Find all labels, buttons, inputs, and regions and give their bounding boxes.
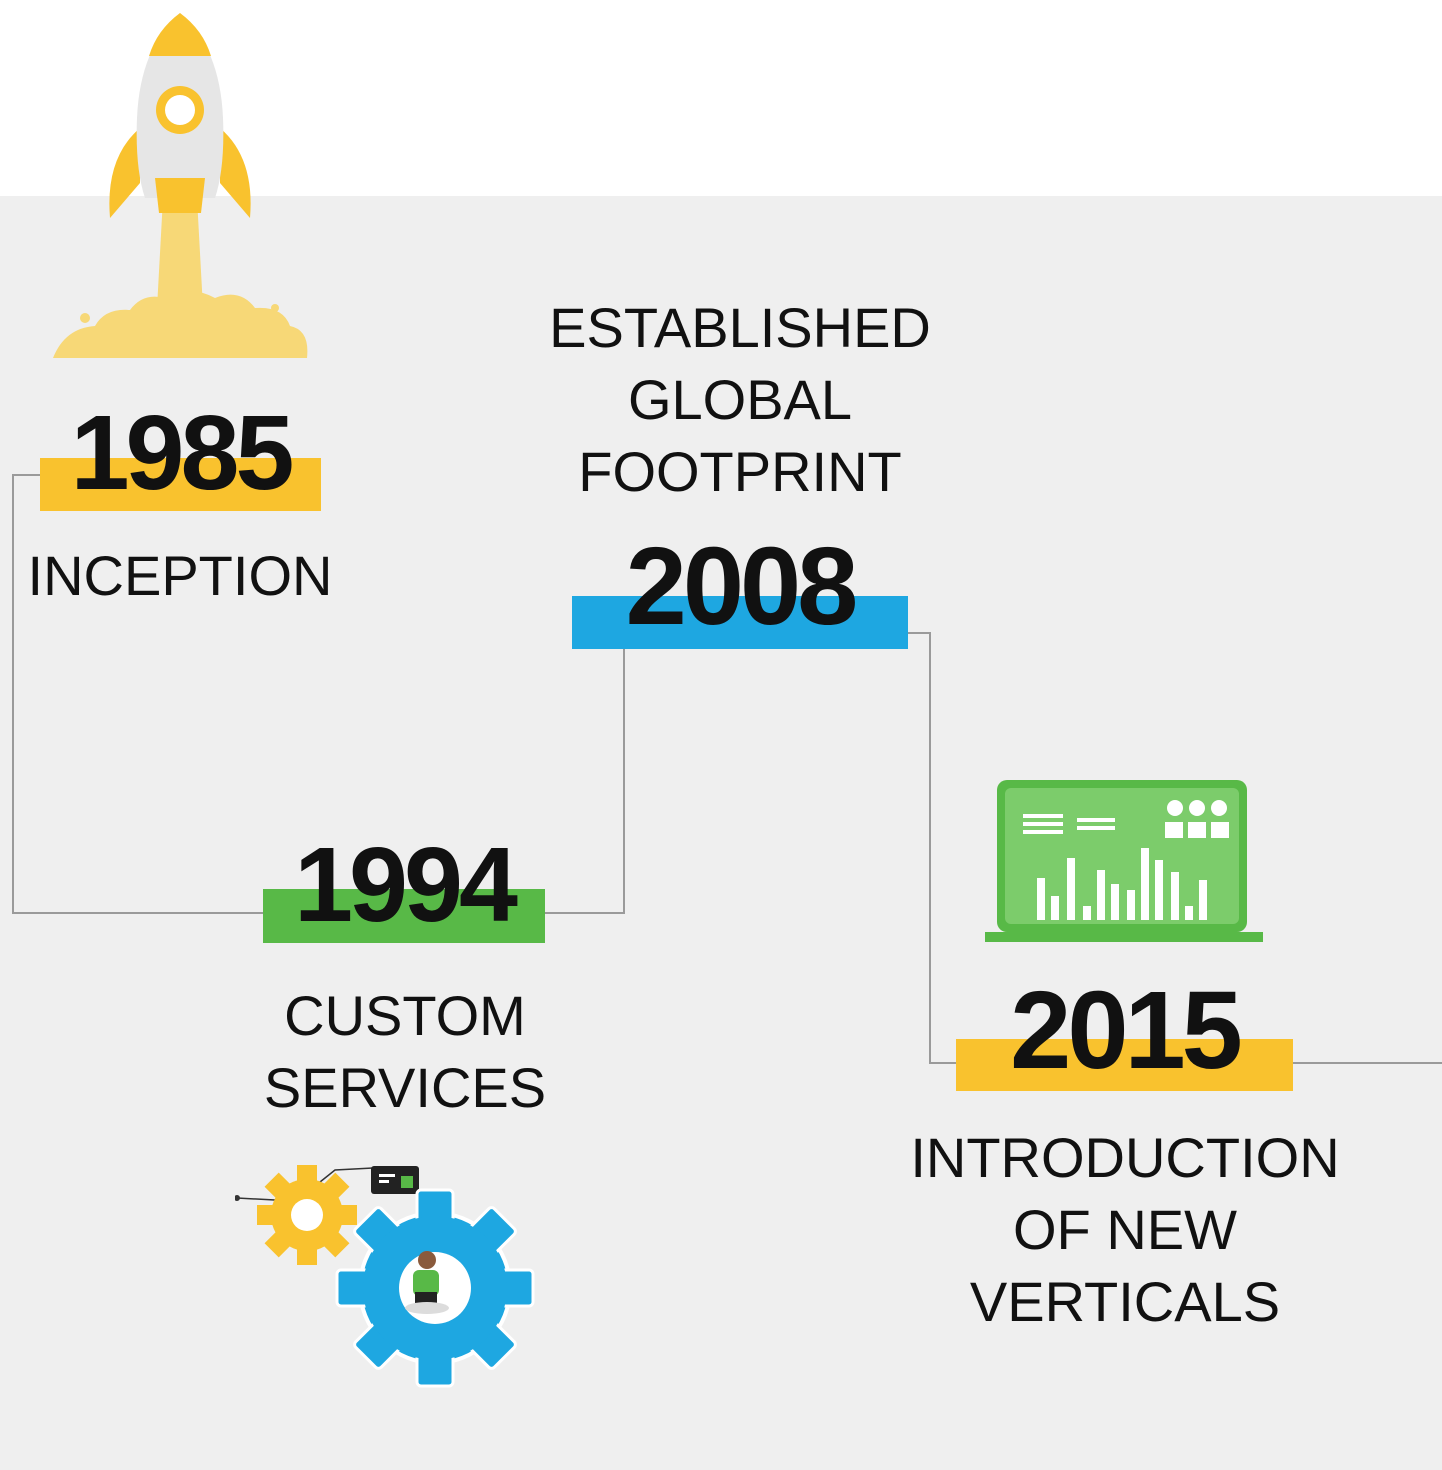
milestone-title-line: VERTICALS — [969, 1270, 1281, 1333]
milestone-title: ESTABLISHED GLOBAL FOOTPRINT — [545, 292, 935, 508]
year-label: 2015 — [1010, 969, 1243, 1092]
milestone-title-line: ESTABLISHED — [549, 296, 931, 359]
year-label: 2008 — [625, 525, 859, 648]
milestone-title-line: FOOTPRINT — [578, 440, 902, 503]
gears-icon — [235, 1165, 535, 1388]
milestone-title: INTRODUCTION OF NEW VERTICALS — [895, 1122, 1355, 1338]
milestone-title: INCEPTION — [0, 540, 360, 612]
milestone-title-line: CUSTOM — [284, 984, 526, 1047]
year-bar — [956, 1039, 1293, 1091]
milestone-title-line: SERVICES — [263, 1056, 547, 1119]
year-label: 1994 — [294, 826, 518, 944]
year-label: 1985 — [70, 394, 295, 512]
year-bar — [40, 458, 321, 511]
milestone-title-line: OF NEW — [1013, 1198, 1237, 1261]
rocket-icon — [53, 13, 308, 358]
year-bar — [263, 889, 545, 943]
year-bar — [572, 596, 908, 649]
milestone-title-line: INCEPTION — [27, 544, 333, 607]
analytics-monitor-icon — [985, 780, 1263, 942]
milestone-title-line: GLOBAL — [627, 368, 853, 431]
milestone-title: CUSTOM SERVICES — [240, 980, 570, 1124]
milestone-title-line: INTRODUCTION — [910, 1126, 1340, 1189]
